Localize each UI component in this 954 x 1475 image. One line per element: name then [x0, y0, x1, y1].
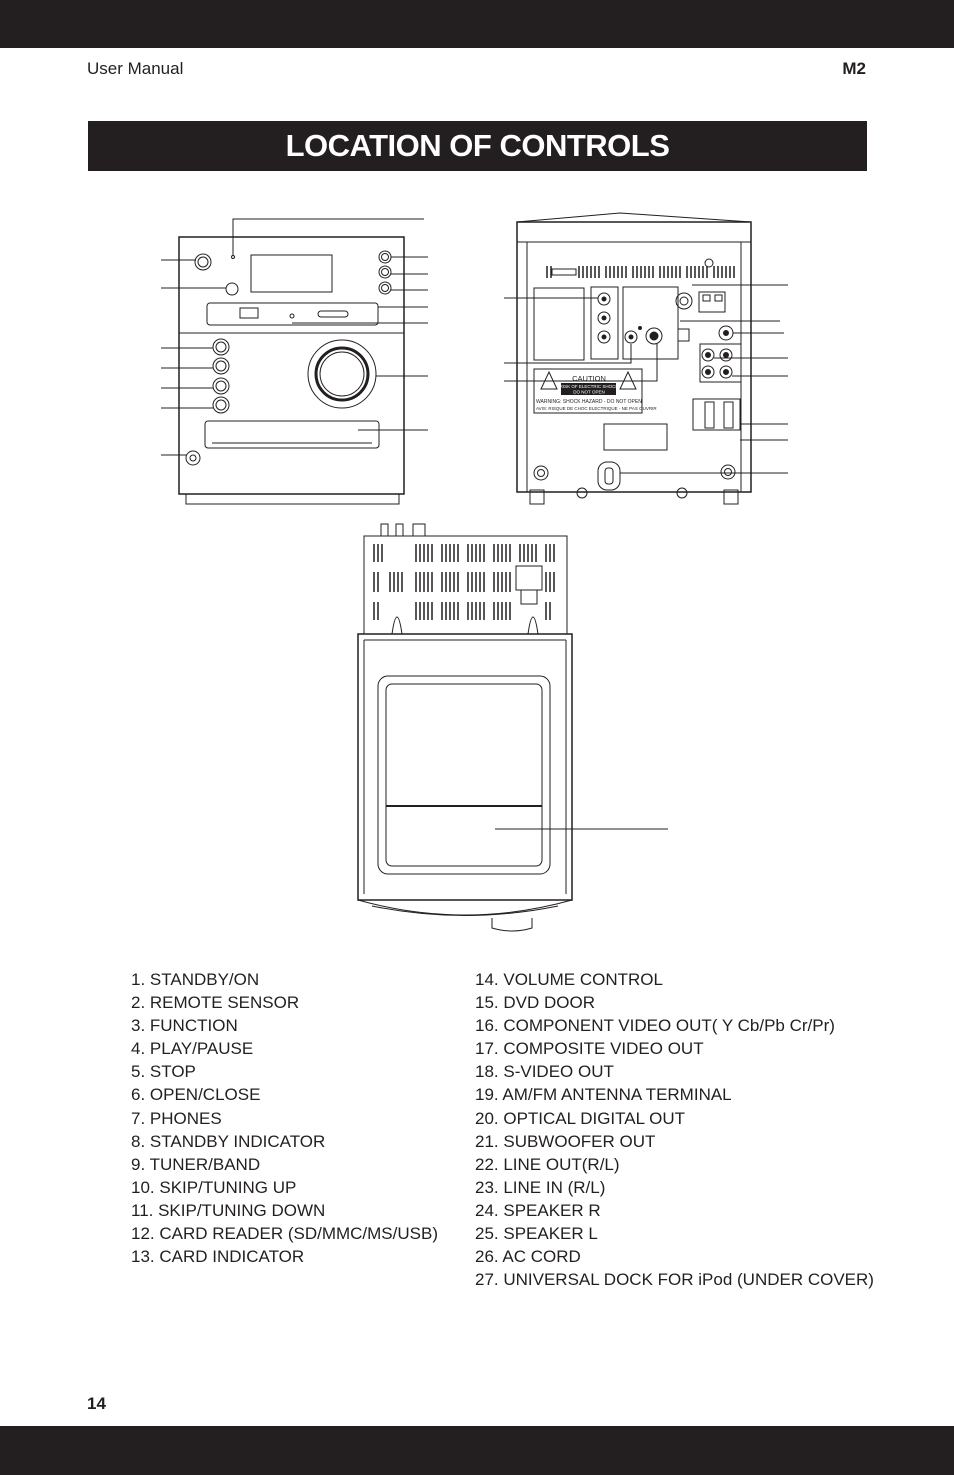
- list-item: 17. COMPOSITE VIDEO OUT: [475, 1039, 704, 1059]
- list-item: 19. AM/FM ANTENNA TERMINAL: [475, 1085, 732, 1105]
- header-manual-label: User Manual: [87, 59, 184, 78]
- list-item: 16. COMPONENT VIDEO OUT( Y Cb/Pb Cr/Pr): [475, 1016, 835, 1036]
- list-item: 4. PLAY/PAUSE: [131, 1039, 254, 1059]
- list-item: 20. OPTICAL DIGITAL OUT: [475, 1108, 686, 1128]
- list-item: 26. AC CORD: [475, 1247, 581, 1267]
- list-item: 12. CARD READER (SD/MMC/MS/USB): [131, 1224, 438, 1244]
- top-bar: [0, 0, 954, 48]
- list-item: 23. LINE IN (R/L): [475, 1177, 606, 1197]
- warning-line-2: AVIS: RISQUE DE CHOC ELECTRIQUE - NE PAS…: [536, 406, 657, 411]
- list-item: 25. SPEAKER L: [475, 1224, 598, 1244]
- list-item: 27. UNIVERSAL DOCK FOR iPod (UNDER COVER…: [475, 1270, 874, 1290]
- list-item: 6. OPEN/CLOSE: [131, 1085, 261, 1105]
- page-number: 14: [87, 1394, 106, 1413]
- list-item: 5. STOP: [131, 1062, 196, 1082]
- rear-view: CAUTION RISK OF ELECTRIC SHOCK DO NOT OP…: [504, 212, 788, 505]
- list-item: 22. LINE OUT(R/L): [475, 1154, 620, 1174]
- caution-line-2: DO NOT OPEN: [573, 390, 604, 395]
- controls-list-right: 14. VOLUME CONTROL 15. DVD DOOR 16. COMP…: [475, 968, 874, 1291]
- top-view: [357, 523, 668, 932]
- list-item: 15. DVD DOOR: [475, 993, 595, 1013]
- list-item: 3. FUNCTION: [131, 1016, 238, 1036]
- bottom-bar: [0, 1426, 954, 1475]
- page-title: LOCATION OF CONTROLS: [88, 121, 867, 171]
- header-model-label: M2: [842, 59, 866, 78]
- list-item: 10. SKIP/TUNING UP: [131, 1177, 297, 1197]
- list-item: 18. S-VIDEO OUT: [475, 1062, 614, 1082]
- list-item: 8. STANDBY INDICATOR: [131, 1131, 326, 1151]
- list-item: 13. CARD INDICATOR: [131, 1247, 305, 1267]
- list-item: 7. PHONES: [131, 1108, 222, 1128]
- caution-label: CAUTION: [572, 374, 606, 383]
- controls-diagram: CAUTION RISK OF ELECTRIC SHOCK DO NOT OP…: [161, 212, 788, 932]
- list-item: 2. REMOTE SENSOR: [131, 993, 300, 1013]
- caution-line-1: RISK OF ELECTRIC SHOCK: [560, 384, 619, 389]
- warning-line-1: WARNING: SHOCK HAZARD - DO NOT OPEN: [536, 399, 642, 405]
- list-item: 21. SUBWOOFER OUT: [475, 1131, 656, 1151]
- list-item: 9. TUNER/BAND: [131, 1154, 261, 1174]
- list-item: 14. VOLUME CONTROL: [475, 970, 663, 989]
- list-item: 24. SPEAKER R: [475, 1200, 601, 1220]
- list-item: 11. SKIP/TUNING DOWN: [131, 1200, 326, 1220]
- front-view: [161, 218, 428, 505]
- list-item: 1. STANDBY/ON: [131, 970, 260, 989]
- controls-list-left: 1. STANDBY/ON 2. REMOTE SENSOR 3. FUNCTI…: [131, 968, 438, 1268]
